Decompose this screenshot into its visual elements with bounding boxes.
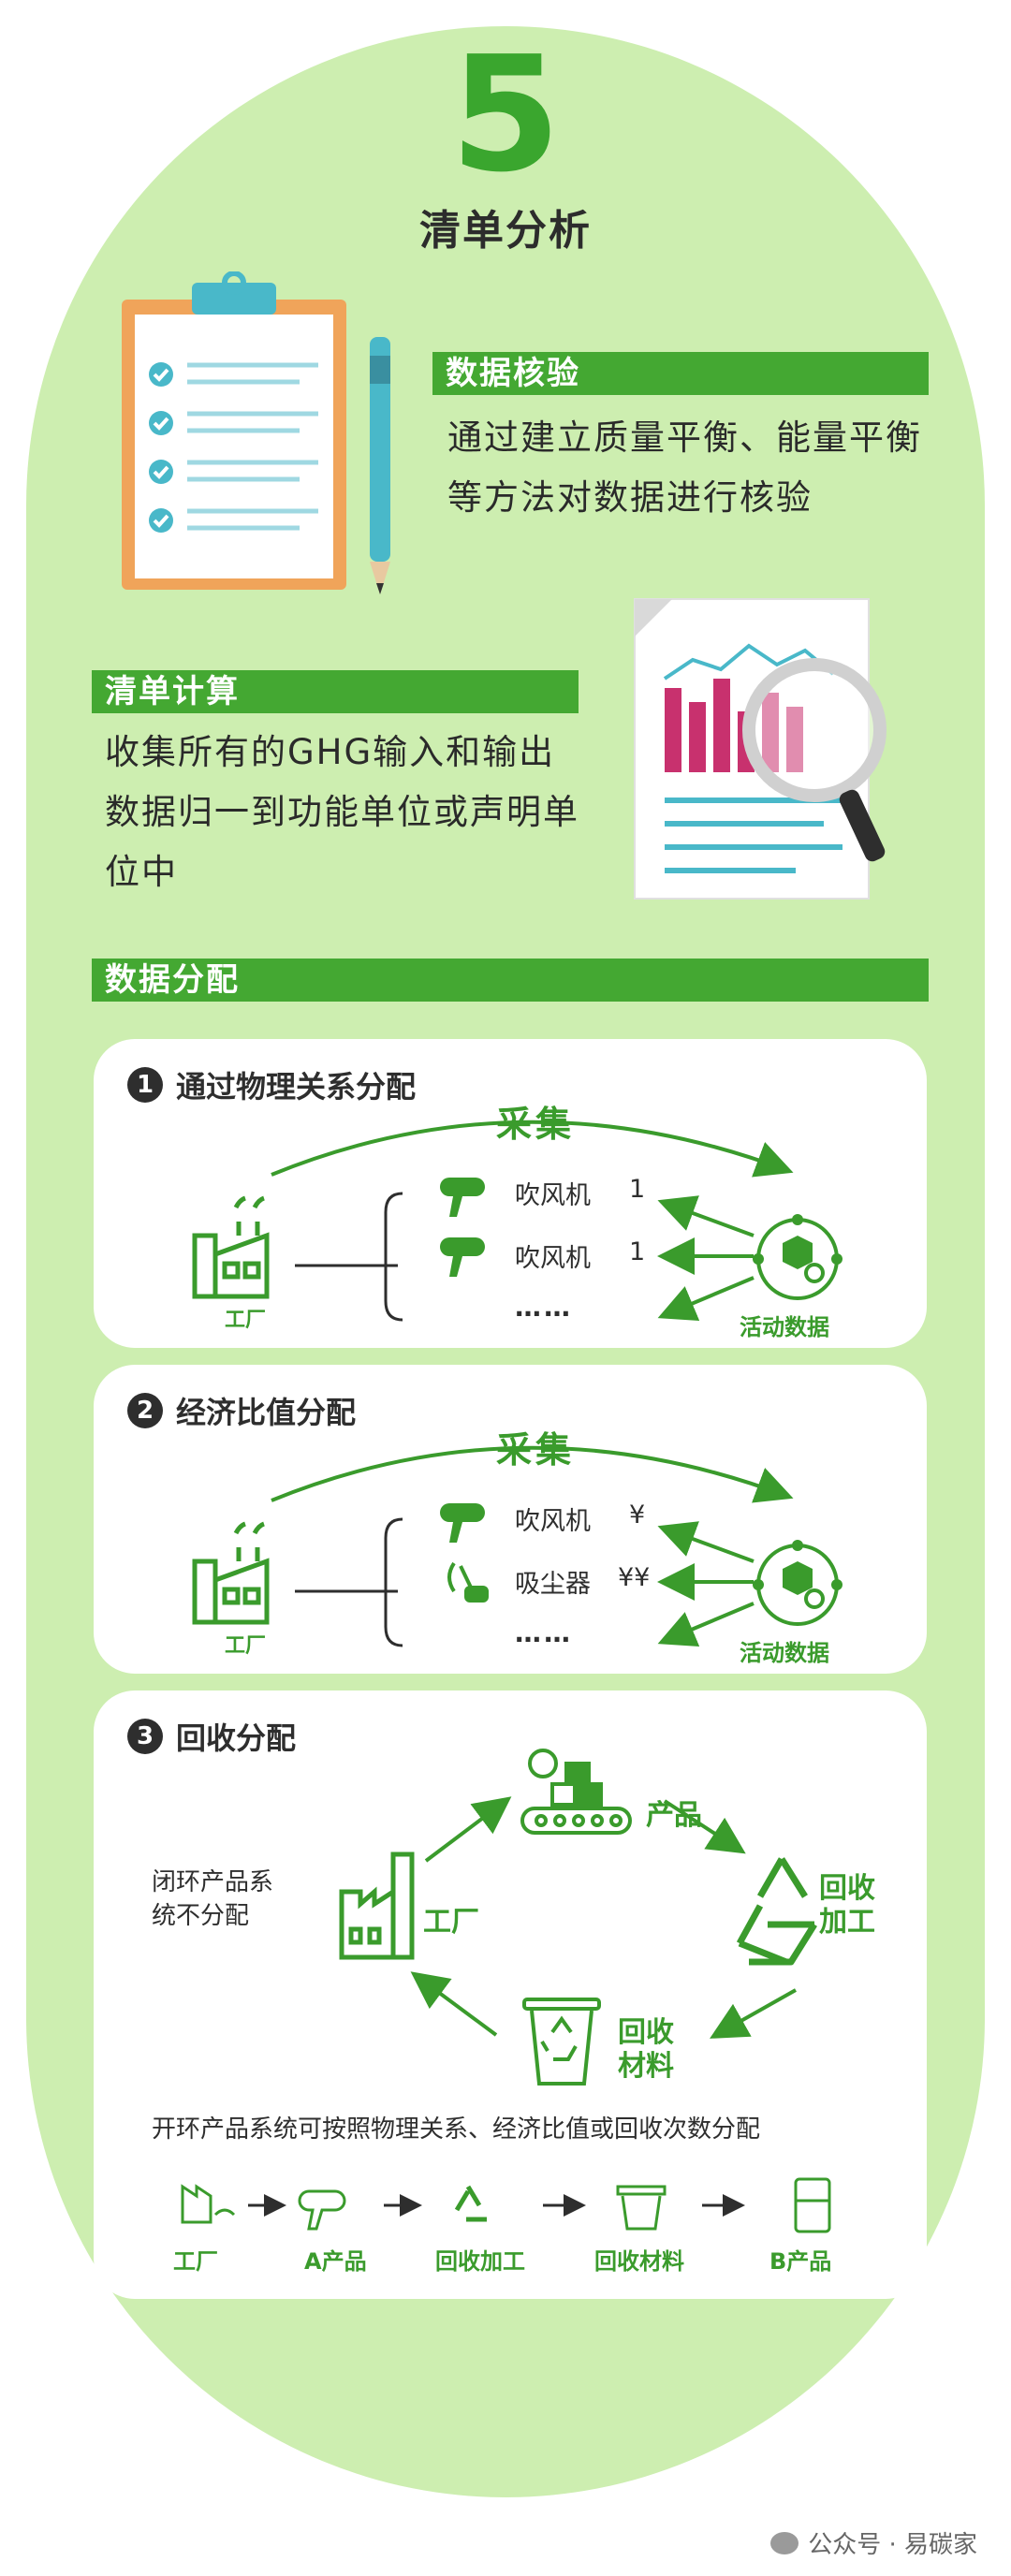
card2-diagram xyxy=(192,1445,842,1647)
card3-recycle-label-a: 回收 xyxy=(819,1872,875,1905)
card3-factory-label: 工厂 xyxy=(423,1906,479,1939)
clipboard-icon xyxy=(122,271,390,594)
chain-dryer-icon xyxy=(298,2189,346,2231)
section-title: 清单分析 xyxy=(419,207,592,255)
inventory-calc-bar: 清单计算 xyxy=(92,670,579,713)
factory-outline-icon xyxy=(339,1852,415,1960)
card1-collect-label: 采集 xyxy=(496,1104,576,1145)
card2-collect-label: 采集 xyxy=(496,1429,576,1471)
data-check-line1: 通过建立质量平衡、能量平衡 xyxy=(447,417,922,458)
card1-item2-label: 吹风机 xyxy=(515,1244,591,1273)
card1-more: …… xyxy=(515,1292,573,1323)
card2-item2-unit: ¥¥ xyxy=(618,1563,651,1592)
inventory-calc-line1: 收集所有的GHG输入和输出 xyxy=(105,732,556,772)
chain-label-factory: 工厂 xyxy=(173,2248,218,2275)
card-physical-allocation: 1 通过物理关系分配 xyxy=(94,1039,927,1348)
card3-open-note: 开环产品系统可按照物理关系、经济比值或回收次数分配 xyxy=(152,2115,761,2144)
chain-factory-icon xyxy=(181,2184,212,2224)
card3-material-label-b: 材料 xyxy=(618,2050,674,2083)
card1-item1-unit: 1 xyxy=(629,1175,646,1204)
inventory-calc-line3: 位中 xyxy=(105,852,178,892)
watermark-text: 公众号 · 易碳家 xyxy=(808,2531,977,2559)
card1-number: 1 xyxy=(127,1067,163,1103)
chain-label-recycled-material: 回收材料 xyxy=(594,2248,684,2275)
card1-item2-unit: 1 xyxy=(629,1237,646,1266)
chain-label-b-product: B产品 xyxy=(769,2248,832,2275)
card2-title: 经济比值分配 xyxy=(176,1395,357,1430)
card3-product-label: 产品 xyxy=(646,1799,702,1832)
report-magnifier-icon xyxy=(634,598,886,900)
card2-item2-label: 吸尘器 xyxy=(515,1570,591,1599)
card1-activity-label: 活动数据 xyxy=(740,1314,829,1340)
data-check-line2: 等方法对数据进行核验 xyxy=(447,477,813,518)
vacuum-icon xyxy=(447,1561,489,1603)
card1-diagram xyxy=(192,1120,842,1322)
chain-fridge-icon xyxy=(794,2177,831,2233)
card3-diagram xyxy=(181,1749,831,2233)
card3-title: 回收分配 xyxy=(176,1720,297,1756)
product-conveyor-icon xyxy=(520,1749,632,1835)
card-recycling-allocation: 3 回收分配 xyxy=(94,1690,927,2299)
card2-factory-label: 工厂 xyxy=(225,1634,267,1658)
card1-item1-label: 吹风机 xyxy=(515,1181,591,1210)
card3-recycle-label-b: 加工 xyxy=(819,1906,875,1939)
card2-item1-label: 吹风机 xyxy=(515,1507,591,1536)
card2-activity-label: 活动数据 xyxy=(740,1640,829,1666)
card1-title: 通过物理关系分配 xyxy=(176,1069,417,1105)
recycle-icon xyxy=(736,1857,817,1966)
card2-item1-unit: ¥ xyxy=(629,1500,646,1530)
card-economic-allocation: 2 经济比值分配 xyxy=(94,1365,927,1674)
chain-bin-icon xyxy=(616,2185,667,2196)
recycle-bin-icon xyxy=(522,1998,601,2086)
allocation-bar: 数据分配 xyxy=(92,959,929,1002)
chain-label-a-product: A产品 xyxy=(304,2248,367,2275)
section-number: 5 xyxy=(449,22,562,208)
factory-icon xyxy=(192,1195,270,1299)
chain-label-recycle-process: 回收加工 xyxy=(435,2248,525,2275)
chain-recycle-icon xyxy=(454,2185,487,2222)
card2-more: …… xyxy=(515,1617,573,1648)
card1-factory-label: 工厂 xyxy=(225,1309,267,1332)
card3-number: 3 xyxy=(127,1719,163,1754)
card3-material-label-a: 回收 xyxy=(618,2016,674,2049)
factory-icon xyxy=(192,1521,270,1625)
inventory-calc-line2: 数据归一到功能单位或声明单 xyxy=(105,792,579,832)
watermark: 公众号 · 易碳家 xyxy=(770,2525,977,2560)
data-check-bar: 数据核验 xyxy=(432,352,929,395)
card2-number: 2 xyxy=(127,1393,163,1428)
wechat-icon xyxy=(770,2531,799,2554)
card3-closed-line2: 统不分配 xyxy=(152,1902,250,1930)
card3-closed-line1: 闭环产品系 xyxy=(152,1868,274,1896)
